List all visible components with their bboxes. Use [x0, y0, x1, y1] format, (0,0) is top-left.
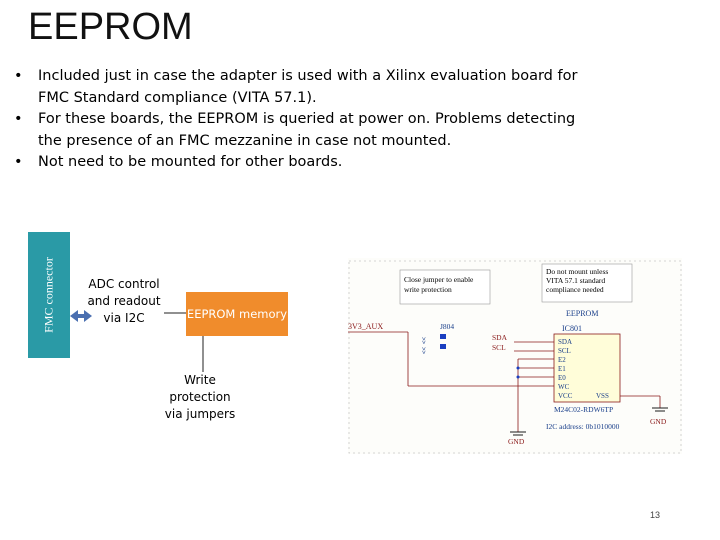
adc-label: ADC control and readout via I2C: [87, 277, 161, 325]
arrow-head-right: [84, 310, 92, 322]
pin-e2: E2: [558, 356, 566, 364]
eeprom-memory-box: EEPROM memory: [186, 292, 288, 336]
arrow-head-left: [70, 310, 78, 322]
pin-vss: VSS: [596, 392, 609, 400]
i2c-address: I2C address: 0b1010000: [546, 422, 620, 431]
jumper-pin: [440, 334, 446, 339]
pin-e0: E0: [558, 374, 566, 382]
jumper-pin: [440, 344, 446, 349]
jumper-marks: <<: [422, 346, 428, 354]
bullet-icon: •: [14, 154, 23, 170]
bullet-item: • For these boards, the EEPROM is queried…: [12, 109, 602, 152]
power-net-label: 3V3_AUX: [348, 322, 383, 331]
part-number: M24C02-RDW6TP: [554, 405, 613, 414]
pin-vcc: VCC: [558, 392, 573, 400]
bullet-text: Included just in case the adapter is use…: [38, 68, 578, 106]
bullet-icon: •: [14, 68, 23, 84]
bus-sda-label: SDA: [492, 333, 508, 342]
bullet-list: • Included just in case the adapter is us…: [12, 66, 602, 174]
bullet-text: Not need to be mounted for other boards.: [38, 154, 343, 170]
fmc-connector-bar: FMC connector: [28, 232, 70, 358]
jumper-marks: <<: [422, 336, 428, 344]
mount-note-box: [541, 263, 633, 303]
pin-scl: SCL: [558, 347, 571, 355]
gnd-label-1: GND: [508, 437, 525, 446]
jumper-ref: J804: [440, 322, 454, 331]
slide-title: EEPROM: [28, 6, 193, 48]
bullet-text: For these boards, the EEPROM is queried …: [38, 111, 576, 149]
bullet-item: • Included just in case the adapter is us…: [12, 66, 602, 109]
bullet-icon: •: [14, 111, 23, 127]
pin-sda: SDA: [558, 338, 572, 346]
jumper-note-box: [399, 269, 491, 305]
bus-scl-label: SCL: [492, 343, 506, 352]
write-protection-label: Write protection via jumpers: [164, 373, 236, 421]
chip-ref: IC801: [562, 324, 582, 333]
pin-e1: E1: [558, 365, 566, 373]
eeprom-chip: [553, 333, 621, 403]
page-number: 13: [650, 510, 661, 520]
pin-wc: WC: [558, 383, 570, 391]
gnd-label-2: GND: [650, 417, 667, 426]
bullet-item: • Not need to be mounted for other boards…: [12, 152, 602, 174]
chip-title: EEPROM: [566, 309, 598, 318]
